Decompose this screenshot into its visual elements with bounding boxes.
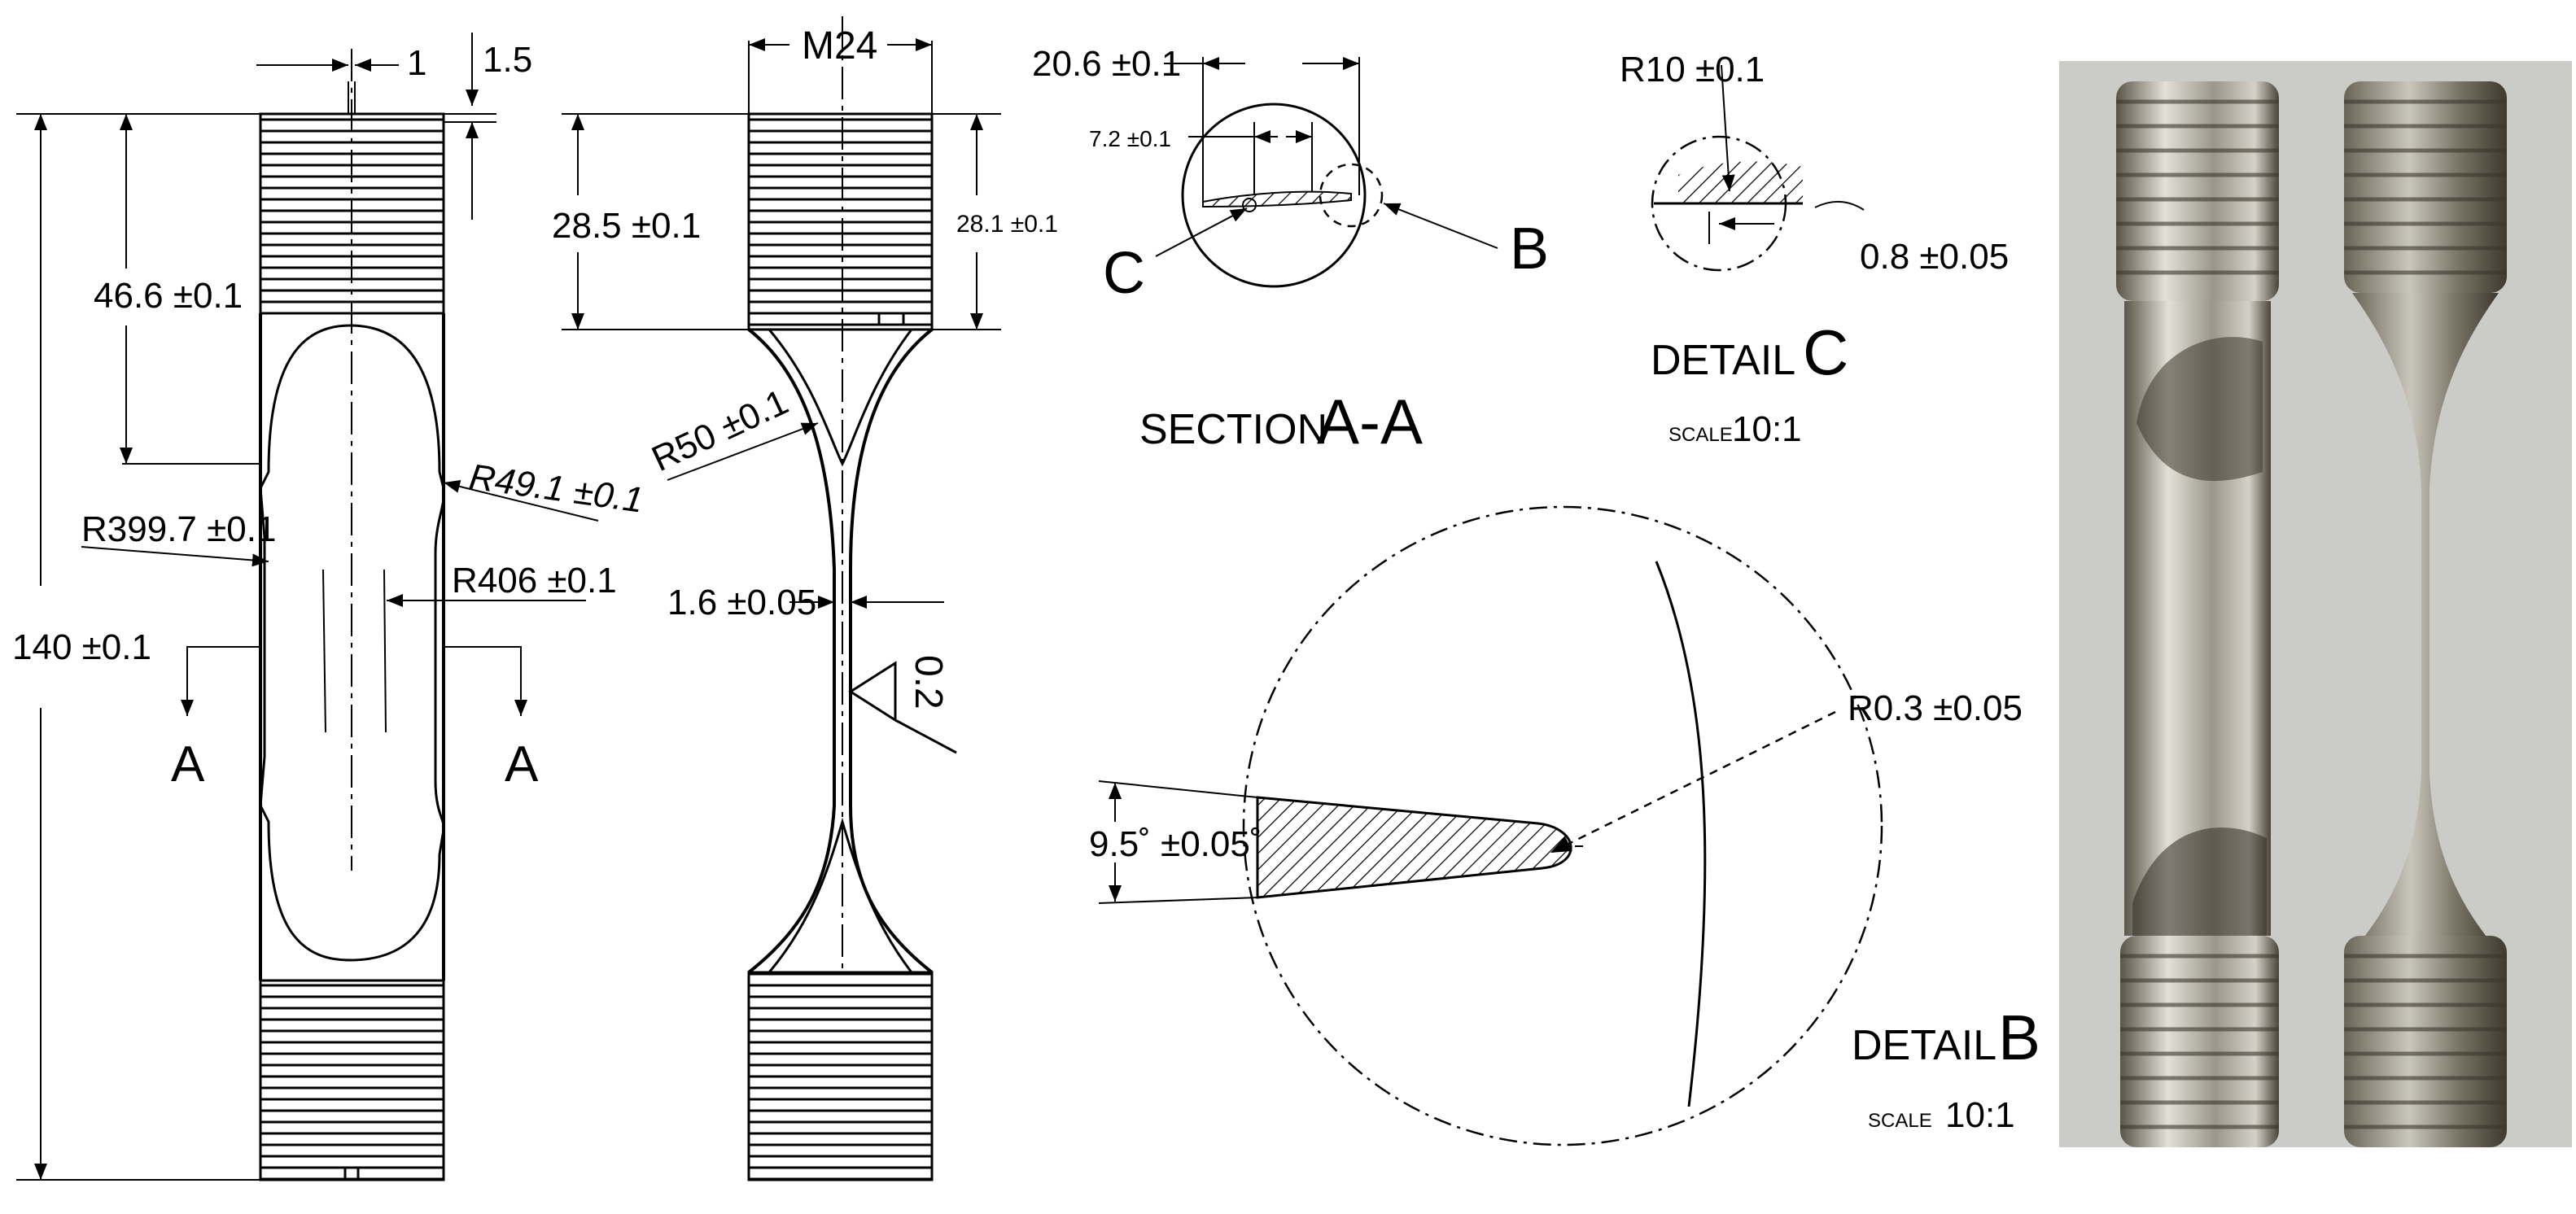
detail-b-wedge: [1256, 796, 1572, 899]
detail-c-title-letter: C: [1803, 317, 1848, 388]
detail-b-circle: [1242, 505, 1883, 1146]
dim-total-length: 140 ±0.1: [12, 627, 151, 667]
dim-inner-radius: R406 ±0.1: [452, 561, 617, 600]
dim-thread-length-left: 28.5 ±0.1: [552, 206, 701, 246]
detail-c-profile: [1678, 161, 1803, 203]
dim-outer-radius: R399.7 ±0.1: [81, 509, 276, 549]
detail-c-scale-word: SCALE: [1668, 424, 1733, 446]
detail-c-scale-value: 10:1: [1732, 409, 1802, 449]
photo-specimen-left: [2116, 81, 2279, 1147]
dim-surface-finish: 0.2: [907, 655, 950, 710]
photo-specimen-right: [2344, 81, 2507, 1147]
section-aa: 20.6 ±0.1 7.2 ±0.1 C B SECTION A-A: [1032, 44, 1549, 457]
dim-detail-c-radius: R10 ±0.1: [1620, 50, 1765, 90]
dim-thread-size: M24: [802, 24, 877, 68]
detail-b-title: DETAIL: [1852, 1022, 1997, 1069]
side-view: M24 28.5 ±0.1 28.1 ±0.1 R50 ±0.1 1.6 ±0.…: [552, 16, 1058, 1181]
dim-slot-depth: 1.5: [483, 40, 532, 80]
specimen-photo: [2059, 61, 2572, 1147]
dim-detail-c-thickness: 0.8 ±0.05: [1860, 237, 2009, 277]
detail-c: R10 ±0.1 0.8 ±0.05 DETAIL C SCALE 10:1: [1620, 50, 2009, 449]
detail-c-title: DETAIL: [1651, 337, 1795, 384]
label-detail-b: B: [1510, 216, 1549, 282]
section-aa-title: SECTION: [1139, 406, 1327, 453]
dim-detail-b-angle: 9.5˚ ±0.05˚: [1089, 824, 1262, 864]
front-bottom-thread: [259, 979, 445, 1181]
side-bottom-thread: [747, 971, 934, 1181]
section-mark-right: A: [505, 736, 539, 793]
detail-b-scale-value: 10:1: [1945, 1095, 2015, 1135]
dim-detail-b-tip-radius: R0.3 ±0.05: [1848, 688, 2023, 728]
dim-slot-width: 1: [407, 43, 426, 83]
side-profile: [747, 328, 934, 974]
detail-b-title-letter: B: [1998, 1002, 2040, 1073]
detail-b-scale-word: SCALE: [1868, 1110, 1932, 1132]
detail-b: 9.5˚ ±0.05˚ R0.3 ±0.05 DETAIL B SCALE 10…: [1089, 505, 2040, 1146]
dim-section-width: 20.6 ±0.1: [1032, 44, 1181, 84]
section-aa-circle: [1181, 103, 1367, 288]
dim-thread-length-right: 28.1 ±0.1: [956, 211, 1058, 238]
surface-finish-symbol: [848, 661, 957, 754]
section-aa-profile: [1202, 190, 1352, 208]
front-gauge-outline: [259, 324, 445, 962]
side-top-thread: [747, 112, 934, 331]
dim-section-inner: 7.2 ±0.1: [1089, 126, 1171, 151]
label-detail-c: C: [1103, 241, 1145, 306]
dim-thread-length: 46.6 ±0.1: [94, 276, 243, 316]
front-view: 1 1.5 140 ±0.1 46.6 ±0.1 R399.7 ±0.1 R49…: [12, 33, 645, 1181]
section-aa-title-letters: A-A: [1317, 386, 1423, 457]
dim-radius-r50: R50 ±0.1: [646, 382, 794, 479]
dim-gauge-thickness: 1.6 ±0.05: [667, 583, 816, 622]
section-mark-left: A: [171, 736, 205, 793]
